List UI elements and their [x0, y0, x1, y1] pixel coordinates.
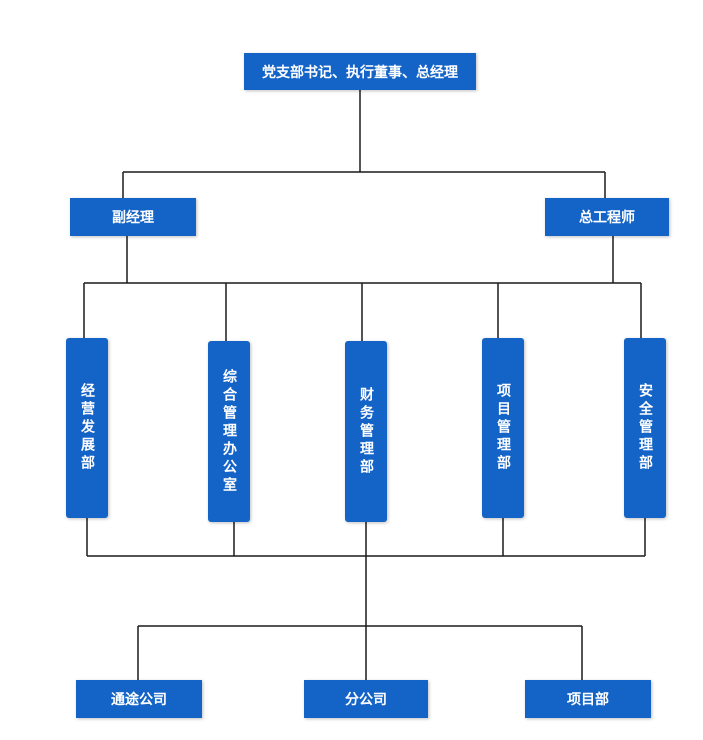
node-tongtu-company: 通途公司	[76, 680, 202, 718]
node-chief-engineer: 总工程师	[545, 198, 669, 236]
node-label: 安全管理部	[637, 383, 653, 473]
node-deputy-manager: 副经理	[70, 198, 196, 236]
node-project-management: 项目管理部	[482, 338, 524, 518]
node-label: 经营发展部	[79, 383, 95, 473]
node-label: 通途公司	[111, 692, 167, 708]
node-business-development: 经营发展部	[66, 338, 108, 518]
node-label: 综合管理办公室	[221, 368, 237, 495]
node-general-management-office: 综合管理办公室	[208, 341, 250, 522]
node-label: 分公司	[345, 692, 387, 708]
node-branch-company: 分公司	[304, 680, 428, 718]
node-finance-department: 财务管理部	[345, 341, 387, 522]
node-label: 项目管理部	[495, 383, 511, 473]
node-label: 项目部	[567, 692, 609, 708]
node-project-department: 项目部	[525, 680, 651, 718]
node-safety-management: 安全管理部	[624, 338, 666, 518]
node-party-secretary-gm: 党支部书记、执行董事、总经理	[244, 53, 476, 90]
node-label: 副经理	[112, 210, 154, 226]
node-label: 党支部书记、执行董事、总经理	[262, 64, 458, 81]
node-label: 总工程师	[579, 210, 635, 226]
node-label: 财务管理部	[358, 386, 374, 477]
